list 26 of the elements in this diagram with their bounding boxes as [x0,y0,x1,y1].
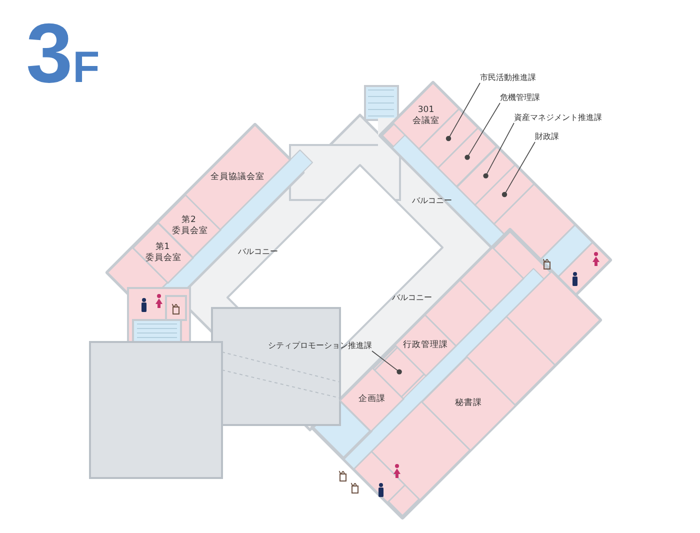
room-label: 企画課 [358,394,386,405]
office-room [438,128,496,186]
office-room [422,356,515,450]
room-label: 301 会議室 [412,105,440,127]
leader-line [446,82,480,142]
room-label: 秘書課 [454,398,482,409]
room-label: 危機管理課 [500,92,540,103]
office-room [475,165,534,224]
room-label: 行政管理課 [403,340,448,351]
room-label: 第1 委員会室 [146,242,180,264]
room-label: 第2 委員会室 [172,215,206,238]
office-room [456,146,515,205]
room-label: 市民活動推進課 [480,72,536,83]
leader-line [483,122,514,178]
leader-line [502,142,536,198]
area-label: バルコニー [412,195,452,206]
room-label: 財政課 [535,131,559,142]
office-room [340,368,404,431]
leader-line [464,102,500,160]
room-label: シティプロモーション推進課 [268,340,372,351]
room-label: 全員協議会室 [210,172,264,183]
room-label: 資産マネジメント推進課 [514,112,602,123]
area-label: バルコニー [238,246,278,257]
leader-line [372,350,402,374]
area-label: バルコニー [392,292,432,303]
floor-title: 3F [26,8,100,102]
